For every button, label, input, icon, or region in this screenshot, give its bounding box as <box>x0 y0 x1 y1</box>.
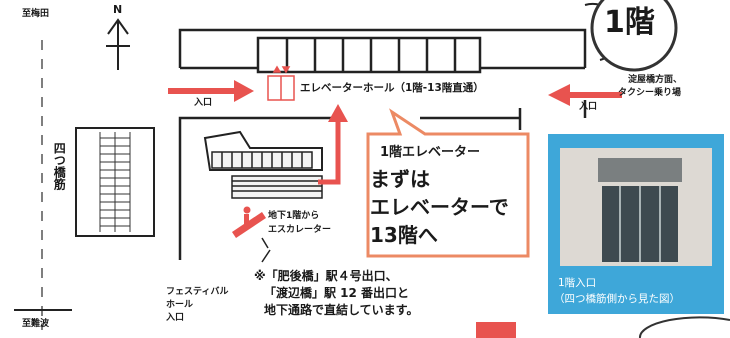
escalator-label-1: 地下1階から <box>268 211 320 221</box>
callout-title: 1階エレベーター <box>380 145 481 160</box>
station-note-1: ※「肥後橋」駅４号出口、 <box>254 269 398 283</box>
left-building-stairs <box>99 132 131 232</box>
callout-line-3: 13階へ <box>370 223 438 247</box>
bottom-left-label: 至難波 <box>22 319 50 329</box>
photo-caption-2: （四つ橋筋側から見た図） <box>554 293 680 305</box>
floor-badge-label: 1階 <box>604 5 655 40</box>
north-compass-icon <box>106 18 130 70</box>
escalator-pointer <box>261 237 269 249</box>
decor-arc <box>638 316 730 338</box>
elevator-hall-label: エレベーターホール（1階-13階直通） <box>300 82 484 94</box>
callout-line-1: まずは <box>370 167 430 191</box>
escalator-icon <box>232 206 266 238</box>
photo-door-frames <box>619 186 661 262</box>
entrance-right-label: 入口 <box>579 102 598 112</box>
festival-label-2: ホール <box>166 300 194 310</box>
photo-canopy <box>598 158 682 182</box>
escalator-label-2: エスカレーター <box>268 225 332 235</box>
entrance-arrow-left <box>168 80 254 102</box>
festival-label-1: フェスティバル <box>166 287 229 297</box>
floor-badge <box>590 0 678 72</box>
station-note-3: 地下通路で直結しています。 <box>264 303 419 317</box>
entrance-arrow-right <box>548 84 622 106</box>
decor-red-block <box>476 322 516 338</box>
callout-line-2: エレベーターで <box>370 195 509 219</box>
route-arrow-head <box>328 104 348 122</box>
note-pointer <box>261 249 271 263</box>
yodoyabashi-label-2: タクシー乗り場 <box>618 88 682 98</box>
route-arrow-to-elevator <box>318 118 341 185</box>
main-building-outline <box>178 100 587 260</box>
festival-label-3: 入口 <box>166 313 185 323</box>
entrance-left-label: 入口 <box>194 98 213 108</box>
elevator-bank <box>178 3 622 74</box>
station-note-2: 「渡辺橋」駅 12 番出口と <box>264 286 410 300</box>
elevator-icon <box>267 65 295 101</box>
photo-caption-1: 1階入口 <box>558 277 597 289</box>
street-label: 四つ橋筋 <box>52 142 67 190</box>
escalator-shape <box>203 130 323 199</box>
top-left-label: 至梅田 <box>22 9 50 19</box>
yodoyabashi-label-1: 淀屋橋方面、 <box>628 75 683 85</box>
compass-label: N <box>113 3 123 16</box>
left-building <box>75 127 155 237</box>
elevator-callout <box>366 108 530 258</box>
